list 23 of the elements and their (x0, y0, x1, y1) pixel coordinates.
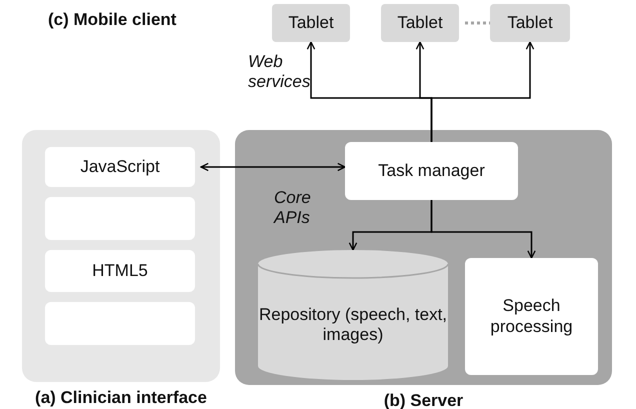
box-text: HTML5 (92, 260, 148, 282)
panel-caption: (a) Clinician interface (35, 388, 207, 408)
tablet-box (272, 4, 350, 42)
process-box (45, 147, 195, 187)
box-text: Tablet (397, 13, 443, 33)
tablet-box (381, 4, 459, 42)
arrow (430, 41, 534, 142)
empty-box (45, 302, 195, 345)
arrow (200, 162, 346, 172)
box-text: Tablet (507, 13, 553, 33)
dotted-line (465, 22, 490, 24)
box-text: Repository (speech, text, images) (258, 304, 448, 346)
process-box (45, 250, 195, 292)
empty-box (45, 197, 195, 240)
box-text: JavaScript (80, 156, 160, 178)
box-text: Task manager (378, 160, 485, 182)
section-heading: (c) Mobile client (48, 10, 176, 30)
box-text: Tablet (288, 13, 334, 33)
tablet-box (490, 4, 570, 42)
process-box (465, 258, 598, 375)
arrow (430, 200, 536, 259)
process-box (345, 142, 518, 200)
box-text: Speech processing (489, 296, 574, 337)
